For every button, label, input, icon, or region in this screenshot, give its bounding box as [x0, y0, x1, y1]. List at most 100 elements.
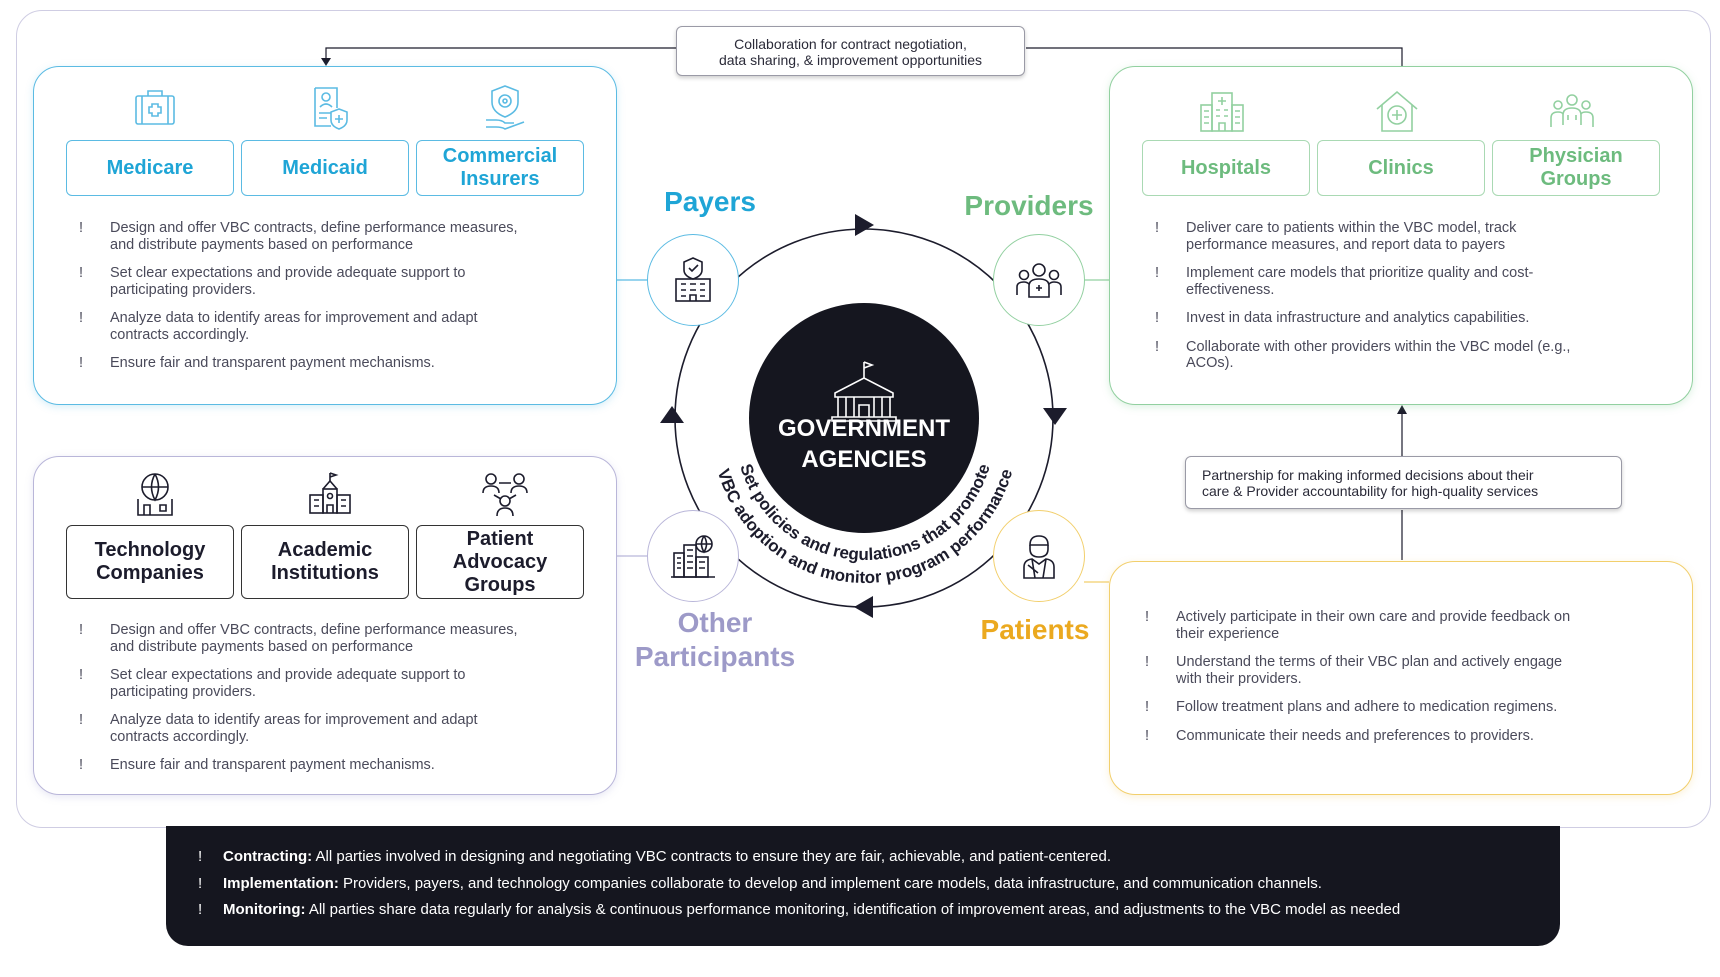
other-participants-bullets: ! Design and offer VBC contracts, define …	[79, 622, 599, 786]
list-item: !Collaborate with other providers within…	[1155, 339, 1675, 372]
bullet-mark: !	[1155, 265, 1160, 281]
commercial-insurers-tile: Commercial Insurers	[416, 140, 584, 196]
ring-arrow-right	[1043, 408, 1067, 425]
partnership-note: Partnership for making informed decision…	[1185, 456, 1622, 509]
academic-building-icon	[309, 472, 351, 514]
patient-icon	[1023, 535, 1055, 579]
patients-bullets: ! Actively participate in their own care …	[1145, 609, 1675, 756]
bullet-mark: !	[198, 848, 203, 865]
phase-label: Contracting:	[223, 848, 313, 865]
bullet-line1: Actively participate in their own care a…	[1176, 609, 1571, 625]
bullet-mark: !	[1145, 699, 1150, 715]
bullet-line1: Analyze data to identify areas for impro…	[110, 310, 478, 326]
list-item: !Set clear expectations and provide adeq…	[79, 265, 599, 298]
city-globe-icon	[671, 535, 715, 578]
list-item: !Understand the terms of their VBC plan …	[1145, 654, 1675, 687]
list-item: ! Design and offer VBC contracts, define …	[79, 220, 599, 253]
bullet-line2: and distribute payments based on perform…	[110, 236, 414, 253]
list-item: ! Invest in data infrastructure and analy…	[1155, 310, 1675, 327]
collaboration-note-line1: Collaboration for contract negotiation,	[734, 36, 967, 52]
bullet-line1: Ensure fair and transparent payment mech…	[110, 757, 435, 773]
phase-item-implementation: !Implementation: Providers, payers, and …	[198, 875, 1560, 892]
bullet-mark: !	[79, 622, 84, 638]
patients-title: Patients	[980, 614, 1090, 645]
phase-label: Monitoring:	[223, 901, 306, 918]
shield-building-icon	[675, 257, 711, 302]
list-item: ! Design and offer VBC contracts, define …	[79, 622, 599, 655]
bullet-mark: !	[79, 220, 84, 236]
phase-label: Implementation:	[223, 874, 339, 892]
patient-advocacy-line3: Groups	[464, 573, 536, 596]
patient-advocacy-groups-tile: Patient Advocacy Groups	[416, 525, 584, 599]
list-item: ! Ensure fair and transparent payment mec…	[79, 757, 599, 774]
government-title: GOVERNMENT AGENCIES	[749, 413, 979, 475]
bullet-line1: Understand the terms of their VBC plan a…	[1176, 654, 1563, 670]
technology-companies-tile: Technology Companies	[66, 525, 234, 599]
ring-arrow-top	[855, 214, 874, 236]
list-item: !Ensure fair and transparent payment mec…	[79, 355, 599, 372]
collab-connector	[325, 47, 676, 64]
medicare-tile: Medicare	[66, 140, 234, 196]
physician-groups-line1: Physician	[1529, 145, 1623, 167]
collab-arrowhead	[321, 58, 331, 66]
ring-arrow-bottom	[854, 596, 873, 618]
phases-list: !Contracting: All parties involved in de…	[166, 826, 1560, 918]
collaboration-note: Collaboration for contract negotiation, …	[676, 26, 1025, 76]
bullet-line1: Implement care models that prioritize qu…	[1186, 265, 1534, 281]
government-title-line1: GOVERNMENT	[777, 415, 950, 442]
bullet-line1: Communicate their needs and preferences …	[1176, 727, 1534, 744]
bullet-mark: !	[1155, 220, 1160, 236]
bullet-mark: !	[1145, 609, 1150, 625]
phase-item-monitoring: !Monitoring: All parties share data regu…	[198, 901, 1560, 918]
technology-companies-line1: Technology	[94, 539, 206, 561]
bullet-line2: participating providers.	[110, 281, 256, 298]
globe-building-icon	[137, 473, 173, 516]
partnership-note-line2: care & Provider accountability for high-…	[1202, 483, 1539, 499]
payers-badge	[647, 234, 739, 326]
payers-title: Payers	[664, 186, 756, 217]
phases-bar: !Contracting: All parties involved in de…	[166, 826, 1560, 946]
payers-panel: Medicare Medicaid Commercial Insurers !D…	[33, 66, 617, 405]
bullet-mark: !	[1155, 310, 1160, 326]
other-participants-panel: Technology Companies Academic Institutio…	[33, 456, 617, 795]
physician-groups-line2: Groups	[1540, 168, 1612, 190]
list-item: !Deliver care to patients within the VBC…	[1155, 220, 1675, 253]
bullet-mark: !	[79, 265, 84, 281]
government-title-line2: AGENCIES	[801, 446, 927, 473]
list-item: ! Analyze data to identify areas for impr…	[79, 310, 599, 343]
patients-panel: ! Actively participate in their own care …	[1109, 561, 1693, 795]
other-title-line1: Other	[677, 607, 753, 638]
bullet-mark: !	[79, 757, 84, 773]
phase-item-contracting: !Contracting: All parties involved in de…	[198, 848, 1560, 865]
patient-advocacy-line2: Advocacy	[452, 550, 548, 573]
collaboration-note-line2: data sharing, & improvement opportunitie…	[718, 52, 983, 68]
bullet-line1: Design and offer VBC contracts, define p…	[110, 622, 518, 638]
bullet-line2: effectiveness.	[1186, 281, 1275, 298]
providers-panel: Hospitals Clinics Physician Groups !Deli…	[1109, 66, 1693, 405]
bullet-line1: Invest in data infrastructure and analyt…	[1186, 310, 1530, 326]
bullet-line2: contracts accordingly.	[110, 728, 250, 745]
bullet-mark: !	[198, 901, 203, 918]
bullet-mark: !	[79, 667, 84, 683]
other-participants-badge	[647, 510, 739, 602]
medical-kit-icon	[135, 90, 175, 125]
bullet-line2: contracts accordingly.	[110, 326, 250, 343]
bullet-mark: !	[79, 310, 84, 326]
collab-connector-right	[1026, 47, 1403, 66]
bullet-line1: Follow treatment plans and adhere to med…	[1176, 699, 1558, 715]
people-group-icon	[1016, 263, 1062, 298]
bullet-mark: !	[79, 355, 84, 371]
providers-bullets: !Deliver care to patients within the VBC…	[1155, 220, 1675, 384]
commercial-insurers-line2: Insurers	[460, 168, 540, 190]
insurance-shield-icon	[486, 85, 525, 130]
bullet-mark: !	[1155, 338, 1160, 355]
bullet-line1: Design and offer VBC contracts, define p…	[110, 220, 518, 236]
list-item: ! Implement care models that prioritize q…	[1155, 265, 1675, 298]
bullet-line2: with their providers.	[1176, 670, 1302, 687]
list-item: !Communicate their needs and preferences…	[1145, 728, 1675, 745]
bullet-line2: ACOs).	[1186, 355, 1234, 371]
partnership-note-line1: Partnership for making informed decision…	[1202, 467, 1534, 483]
physician-group-icon	[1550, 94, 1594, 127]
hospitals-tile-label: Hospitals	[1180, 156, 1272, 179]
